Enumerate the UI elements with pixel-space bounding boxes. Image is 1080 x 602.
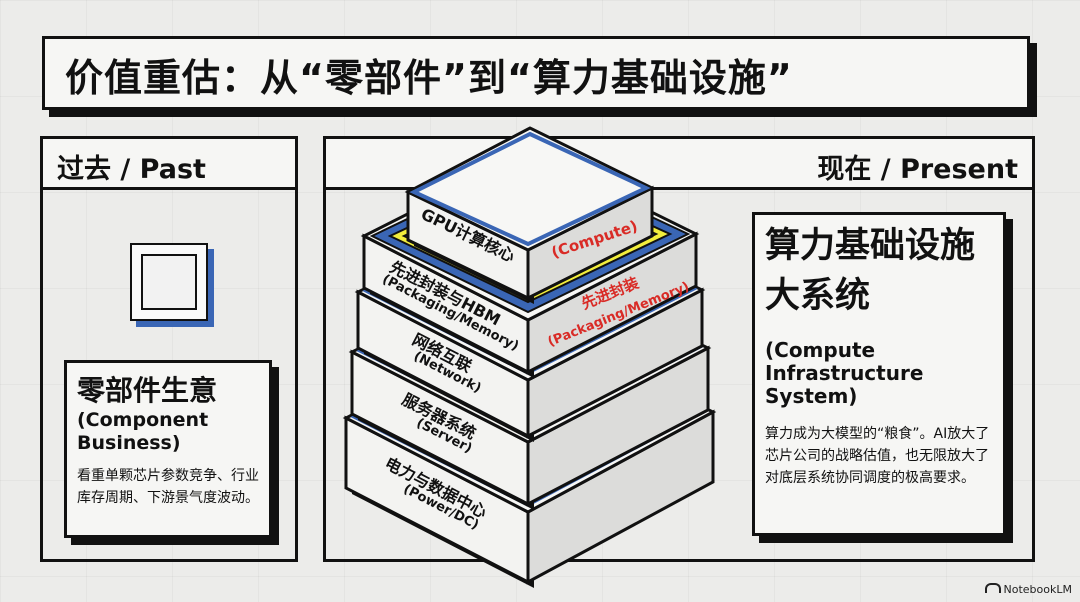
watermark-text: NotebookLM	[1003, 583, 1072, 596]
gpu-blue-trim	[409, 131, 651, 247]
infra-subtitle: (Compute Infrastructure System)	[765, 338, 924, 408]
title-banner: 价值重估：从“零部件”到“算力基础设施”	[42, 36, 1030, 110]
component-business-card: 零部件生意 (Component Business) 看重单颗芯片参数竞争、行业…	[64, 360, 272, 538]
past-panel: 过去 / Past	[40, 136, 298, 562]
infra-title: 算力基础设施大系统	[765, 226, 976, 316]
notebooklm-icon	[984, 583, 1001, 593]
stack-layers: 电力与数据中心(Power/DC)服务器系统(Server)网络互联(Netwo…	[342, 126, 717, 588]
past-header-label: 过去 / Past	[57, 154, 206, 185]
chip-icon-inner	[141, 254, 197, 310]
component-description: 看重单颗芯片参数竞争、行业库存周期、下游景气度波动。	[77, 468, 259, 506]
present-header-label: 现在 / Present	[817, 154, 1018, 185]
infra-description: 算力成为大模型的“粮食”。AI放大了芯片公司的战略估值，也无限放大了对底层系统协…	[765, 426, 990, 486]
stack-layer-0: GPU计算核心	[404, 126, 656, 304]
compute-infrastructure-card: 算力基础设施大系统 (Compute Infrastructure System…	[752, 212, 1006, 536]
watermark: NotebookLM	[984, 583, 1072, 596]
past-header: 过去 / Past	[43, 139, 295, 190]
component-subtitle: (Component Business)	[77, 409, 209, 454]
layer-top-face	[404, 126, 656, 252]
page-title: 价值重估：从“零部件”到“算力基础设施”	[65, 56, 793, 100]
component-title: 零部件生意	[77, 374, 218, 407]
chip-icon	[130, 243, 208, 321]
